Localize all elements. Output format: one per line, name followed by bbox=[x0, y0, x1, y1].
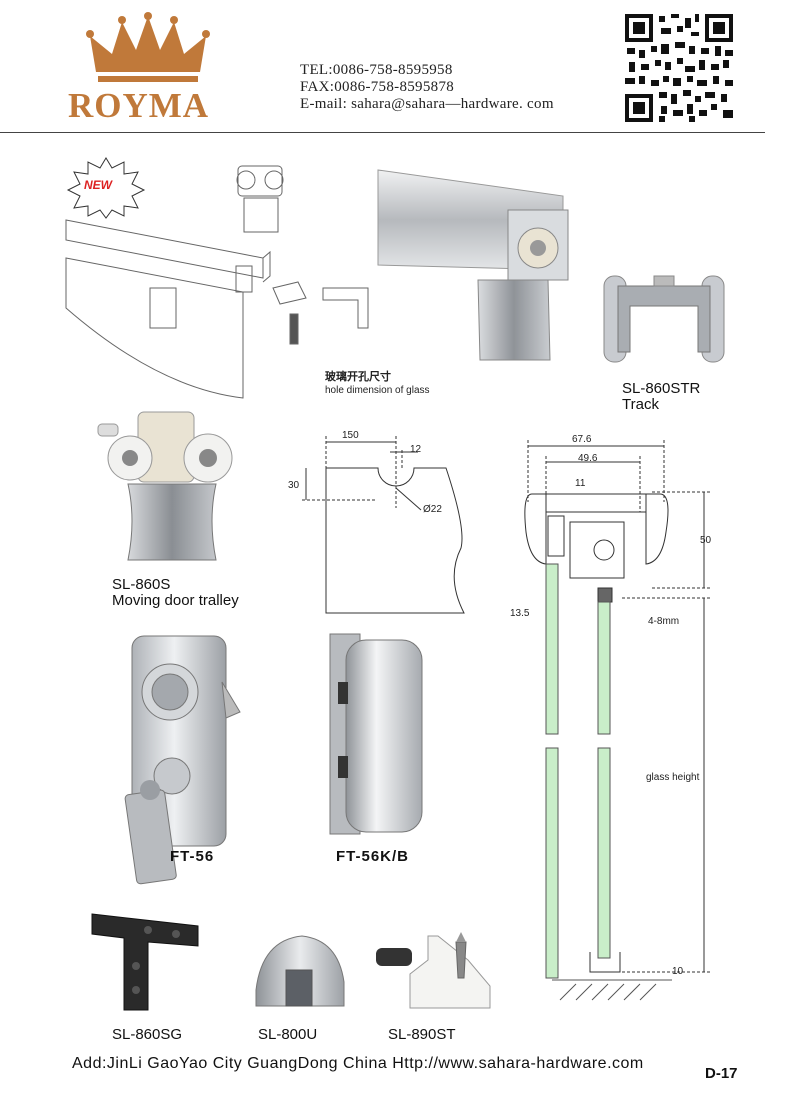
track-name: Track bbox=[622, 396, 659, 413]
dim-12: 12 bbox=[410, 444, 422, 455]
email-line[interactable]: E-mail: sahara@sahara—hardware. com bbox=[300, 96, 554, 112]
tel-line: TEL:0086-758-8595958 bbox=[300, 62, 453, 78]
dim-150: 150 bbox=[342, 430, 359, 441]
sl800u-guide-render bbox=[255, 935, 345, 1007]
cross-section-drawing bbox=[524, 440, 712, 1001]
dim-11: 11 bbox=[575, 478, 586, 489]
dim-30: 30 bbox=[288, 480, 300, 491]
new-badge bbox=[66, 157, 146, 219]
dim-67-6: 67.6 bbox=[572, 434, 592, 445]
sl860sg-bracket-render bbox=[91, 913, 199, 1011]
dim-49-6: 49.6 bbox=[578, 453, 598, 464]
glass-height-label: glass height bbox=[646, 772, 700, 783]
trolley-code: SL-860S bbox=[112, 576, 171, 593]
sl890st-stopper-render bbox=[376, 932, 491, 1009]
trolley-name: Moving door tralley bbox=[112, 592, 239, 609]
brand-name: ROYMA bbox=[68, 86, 210, 125]
dim-10: 10 bbox=[672, 966, 684, 977]
sl800u-label: SL-800U bbox=[258, 1026, 318, 1043]
header-divider bbox=[0, 132, 765, 133]
hole-dimension-en: hole dimension of glass bbox=[325, 385, 430, 396]
dim-4-8mm: 4-8mm bbox=[648, 616, 680, 627]
dim-13-5: 13.5 bbox=[510, 608, 530, 619]
ft56kb-label: FT-56K/B bbox=[336, 848, 410, 865]
trolley-render bbox=[97, 411, 233, 561]
page-number: D-17 bbox=[705, 1065, 738, 1082]
door-track-drawing bbox=[65, 165, 369, 399]
qr-code[interactable] bbox=[625, 14, 733, 122]
hole-dimension-cn: 玻璃开孔尺寸 bbox=[325, 371, 391, 383]
sl860sg-label: SL-860SG bbox=[112, 1026, 183, 1043]
ft56-label: FT-56 bbox=[170, 848, 215, 865]
sl890st-label: SL-890ST bbox=[388, 1026, 456, 1043]
ft56-lock-render bbox=[124, 635, 241, 885]
hole-dimension-drawing bbox=[302, 436, 465, 614]
fax-line: FAX:0086-758-8595878 bbox=[300, 79, 455, 95]
track-with-roller-render bbox=[377, 169, 569, 361]
ft56kb-lock-render bbox=[329, 633, 423, 835]
contact-block: TEL:0086-758-8595958 FAX:0086-758-859587… bbox=[300, 62, 554, 113]
dim-50: 50 bbox=[700, 535, 712, 546]
dim-22: Ø22 bbox=[423, 504, 442, 515]
track-end-render bbox=[603, 275, 725, 363]
footer-address: Add:JinLi GaoYao City GuangDong China Ht… bbox=[72, 1055, 644, 1072]
new-badge-label: NEW bbox=[84, 178, 112, 192]
crown-logo bbox=[86, 12, 210, 82]
track-code: SL-860STR bbox=[622, 380, 701, 397]
